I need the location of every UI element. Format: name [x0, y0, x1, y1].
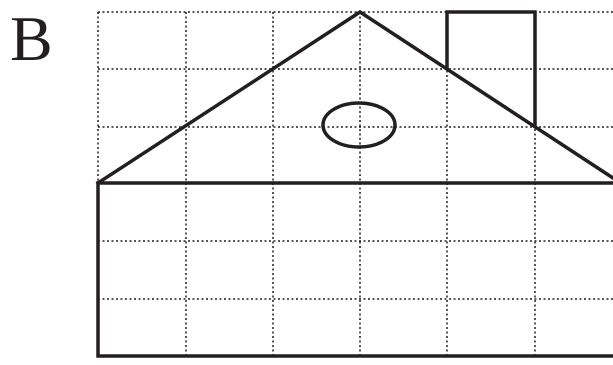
house-drawing	[98, 12, 613, 356]
panel-label: B	[10, 3, 53, 74]
roof-oval-window	[323, 103, 395, 147]
